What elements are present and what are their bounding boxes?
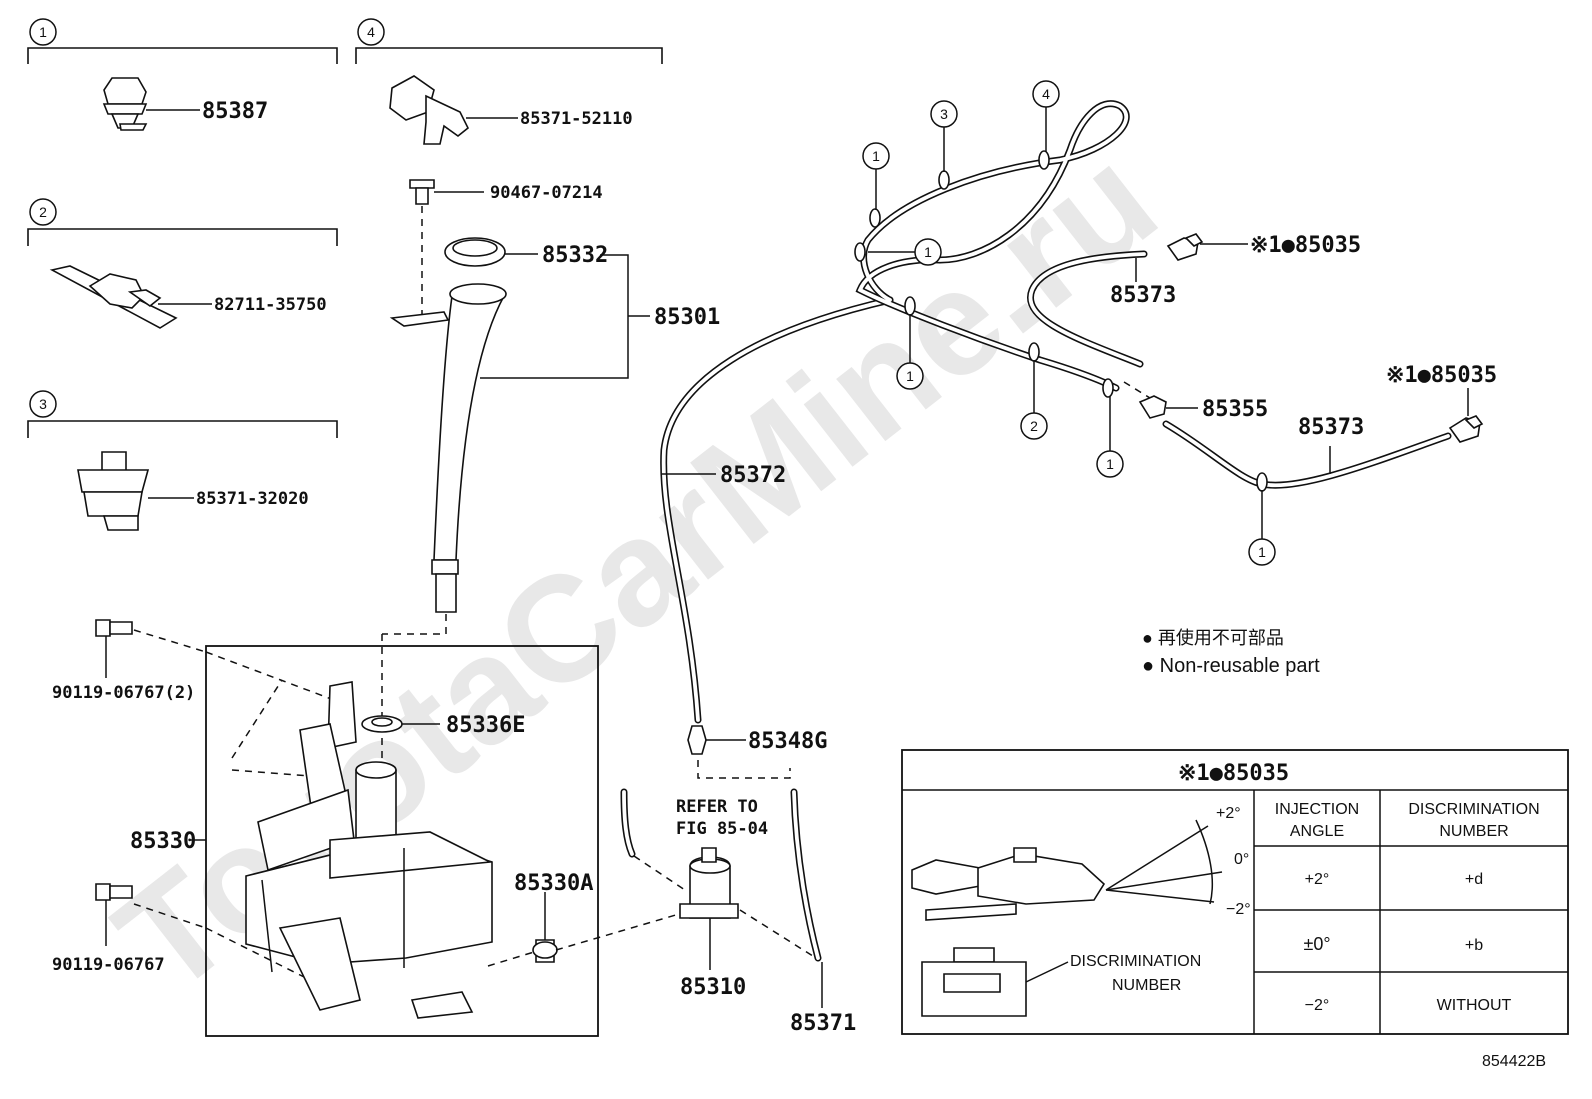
- tank-frame: [205, 645, 599, 1037]
- legend-jp: ● 再使用不可部品: [1142, 628, 1284, 648]
- legend-en: ● Non-reusable part: [1142, 655, 1320, 677]
- svg-text:4: 4: [1042, 86, 1050, 102]
- row-angle: ±0°: [1303, 934, 1330, 954]
- part-85372: 85372: [720, 463, 786, 488]
- part-85373-lower: 85373: [1298, 415, 1364, 440]
- svg-text:1: 1: [906, 368, 914, 384]
- figure-number: 854422B: [1482, 1053, 1546, 1070]
- angle-zero: 0°: [1234, 851, 1249, 868]
- valve-85355: 85355: [1123, 381, 1268, 422]
- header-injection: INJECTION: [1275, 801, 1359, 818]
- discrimination-label-1: DISCRIMINATION: [1070, 953, 1201, 970]
- part-85387: 85387: [202, 99, 268, 124]
- washer-tank: [245, 681, 493, 1019]
- connector-illustration: DISCRIMINATION NUMBER: [921, 947, 1201, 1017]
- group-3: 3 85371-32020: [27, 390, 338, 531]
- clip-85371-52110-icon: [389, 75, 470, 145]
- svg-text:3: 3: [940, 106, 948, 122]
- nozzle-upper: ※1●85035: [1166, 233, 1361, 261]
- row-angle: +2°: [1305, 871, 1330, 888]
- part-90119-06767: 90119-06767: [52, 955, 165, 975]
- group-4: 4 85371-52110: [355, 18, 663, 145]
- part-85373-upper: 85373: [1110, 283, 1176, 308]
- svg-text:1: 1: [1258, 544, 1266, 560]
- row-angle: −2°: [1305, 997, 1330, 1014]
- nozzle-illustration: +2° 0° −2°: [911, 805, 1251, 921]
- part-85371: 85371: [790, 1011, 856, 1036]
- angle-plus: +2°: [1216, 805, 1241, 822]
- part-85330A: 85330A: [514, 871, 593, 896]
- part-85332: 85332: [542, 243, 608, 268]
- part-85035-upper: ※1●85035: [1250, 233, 1361, 258]
- refer-to-line2: FIG 85-04: [676, 819, 768, 839]
- clip-82711-icon: [49, 265, 178, 329]
- header-angle: ANGLE: [1290, 823, 1344, 840]
- svg-text:1: 1: [872, 148, 880, 164]
- group-1: 1 85387: [27, 18, 338, 131]
- clip-85387-icon: [102, 77, 148, 131]
- part-85301: 85301: [654, 305, 720, 330]
- row-number: +d: [1465, 871, 1483, 888]
- row-number: WITHOUT: [1437, 997, 1512, 1014]
- group-2: 2 82711-35750: [27, 198, 338, 329]
- part-85348G: 85348G: [748, 729, 827, 754]
- svg-text:1: 1: [1106, 456, 1114, 472]
- cap-85332: 85332: [444, 237, 608, 268]
- joint-85348G: 85348G: [687, 725, 827, 755]
- bolt-bottom: 90119-06767: [52, 883, 207, 975]
- discrimination-label-2: NUMBER: [1112, 977, 1181, 994]
- part-85355: 85355: [1202, 397, 1268, 422]
- svg-text:2: 2: [1030, 418, 1038, 434]
- clip-85371-32020-icon: [77, 451, 150, 531]
- part-85310: 85310: [680, 975, 746, 1000]
- part-85371-52110: 85371-52110: [520, 109, 633, 129]
- part-85035-lower: ※1●85035: [1386, 363, 1497, 388]
- table-title: ※1●85035: [1178, 761, 1289, 786]
- part-85330: 85330: [130, 829, 196, 854]
- part-90119-06767-2: 90119-06767(2): [52, 683, 195, 703]
- svg-text:1: 1: [924, 244, 932, 260]
- grommet-85336E: 85336E: [361, 713, 525, 738]
- group-3-callout: 3: [39, 396, 47, 412]
- part-82711-35750: 82711-35750: [214, 295, 327, 315]
- part-85336E: 85336E: [446, 713, 525, 738]
- bolt-90467: 90467-07214: [409, 179, 603, 205]
- nozzle-lower: ※1●85035: [1386, 363, 1497, 443]
- header-discrimination: DISCRIMINATION: [1408, 801, 1539, 818]
- part-90467-07214: 90467-07214: [490, 183, 603, 203]
- refer-to-line1: REFER TO: [676, 797, 758, 817]
- bolt-top: 90119-06767(2): [52, 619, 207, 703]
- hose-callouts: 1 1 3 4 1 2 1 1: [862, 80, 1276, 566]
- group-1-callout: 1: [39, 24, 47, 40]
- header-number: NUMBER: [1439, 823, 1508, 840]
- group-2-callout: 2: [39, 204, 47, 220]
- group-4-callout: 4: [367, 24, 375, 40]
- angle-minus: −2°: [1226, 901, 1251, 918]
- nozzle-table: ※1●85035 INJECTION ANGLE DISCRIMINATION …: [901, 749, 1569, 1035]
- part-85371-32020: 85371-32020: [196, 489, 309, 509]
- bushing-85330A: 85330A: [514, 871, 593, 963]
- inlet-pipe: [389, 283, 507, 613]
- pump-85310: 85310: [679, 847, 746, 1000]
- row-number: +b: [1465, 937, 1483, 954]
